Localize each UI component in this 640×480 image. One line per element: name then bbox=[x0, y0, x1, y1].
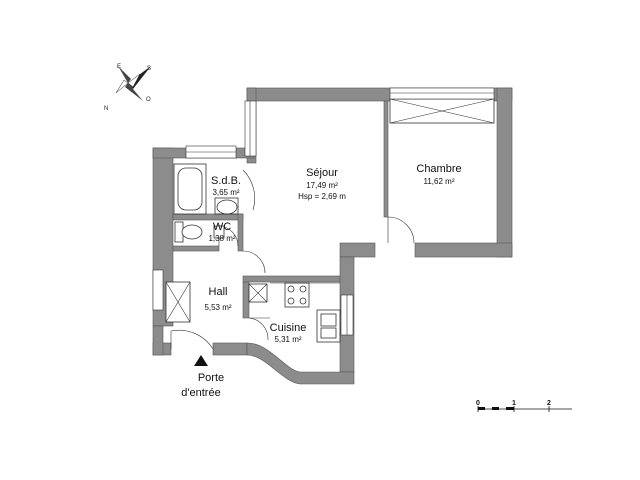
bathroom-sink bbox=[216, 199, 238, 215]
hall-name: Hall bbox=[209, 286, 228, 298]
scale-tick-0: 0 bbox=[476, 400, 480, 407]
entrance-label-line2: d'entrée bbox=[181, 387, 220, 399]
sejour-name: Séjour bbox=[306, 167, 338, 179]
sejour-height: Hsp = 2,69 m bbox=[298, 192, 346, 201]
fixtures bbox=[165, 163, 341, 343]
cuisine-name: Cuisine bbox=[270, 322, 307, 334]
windows bbox=[152, 87, 495, 336]
chambre-area: 11,62 m² bbox=[424, 177, 455, 186]
entrance: Porte d'entrée bbox=[181, 355, 224, 399]
entrance-arrow-icon bbox=[194, 355, 208, 366]
wc-name: WC bbox=[213, 221, 231, 233]
room-labels: Séjour 17,49 m² Hsp = 2,69 m Chambre 11,… bbox=[204, 163, 461, 344]
entrance-label-line1: Porte bbox=[198, 372, 224, 384]
scale-tick-2: 2 bbox=[547, 400, 551, 407]
compass-s: S bbox=[147, 66, 151, 72]
compass-n: N bbox=[104, 106, 108, 112]
sejour-area: 17,49 m² bbox=[306, 181, 338, 190]
chambre-name: Chambre bbox=[416, 163, 461, 175]
compass-e: E bbox=[117, 64, 121, 70]
compass-o: O bbox=[146, 97, 151, 103]
sdb-name: S.d.B. bbox=[211, 175, 241, 187]
wc-area: 1,38 m² bbox=[208, 234, 235, 243]
toilet-bowl bbox=[181, 224, 203, 240]
scale-bar: 0 1 2 bbox=[476, 400, 572, 412]
doors bbox=[170, 169, 415, 350]
compass-rose: E S O N bbox=[104, 64, 151, 112]
wc-handbasin bbox=[213, 225, 225, 239]
cuisine-area: 5,31 m² bbox=[274, 335, 301, 344]
scale-tick-1: 1 bbox=[512, 400, 516, 407]
sdb-area: 3,65 m² bbox=[212, 188, 239, 197]
bathtub bbox=[173, 163, 207, 215]
hall-area: 5,53 m² bbox=[204, 303, 231, 312]
